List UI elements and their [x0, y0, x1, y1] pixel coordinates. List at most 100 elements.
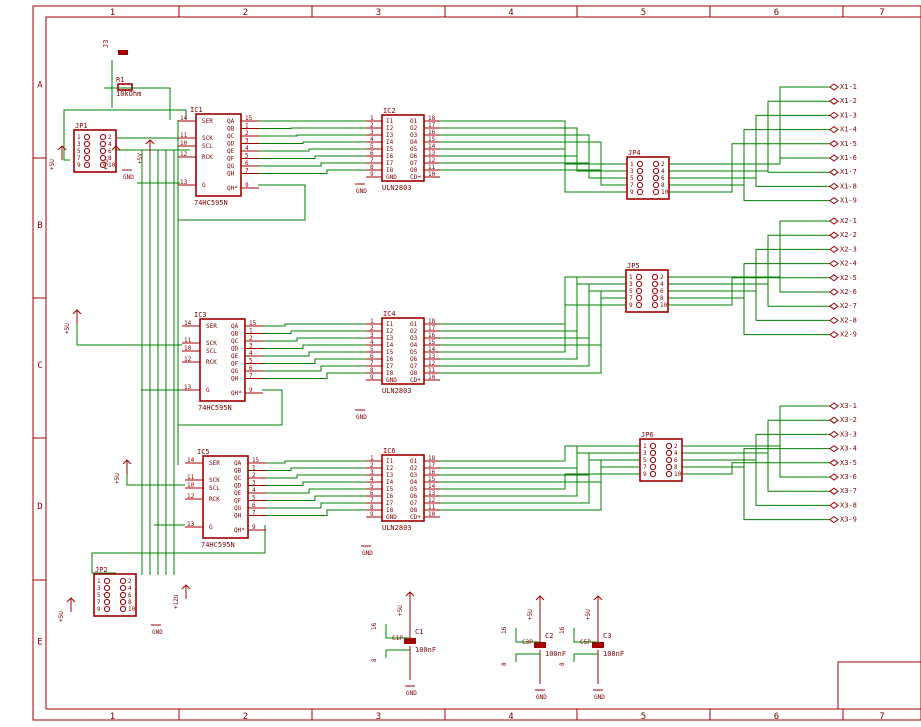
- pin-number: 15: [428, 339, 436, 346]
- pin-number: 9: [245, 182, 249, 189]
- header-pin-number: 6: [660, 288, 664, 295]
- pin-number: 3: [370, 332, 374, 339]
- pin-number: 3: [370, 469, 374, 476]
- terminal-label: X2-1: [840, 217, 857, 225]
- pin-number: 2: [370, 462, 374, 469]
- header-pin-number: 3: [77, 141, 81, 148]
- terminal-pad: [829, 217, 839, 225]
- bus-wire: [263, 358, 366, 364]
- vcc-symbol: +5V: [137, 139, 155, 164]
- header-pin: [119, 591, 127, 599]
- cap-pin-bottom: 8: [371, 658, 378, 662]
- cap-pin-bottom: 8: [559, 662, 566, 666]
- pin-label: O5: [410, 146, 418, 153]
- cap-value: 100nF: [603, 650, 624, 658]
- bus-driver-outputs: [440, 405, 830, 521]
- pin-number: 6: [370, 353, 374, 360]
- bus-wire: [259, 155, 366, 159]
- pin-label: QH*: [234, 527, 245, 534]
- header-pin: [635, 280, 643, 288]
- pin-label: I3: [386, 132, 394, 139]
- pin-number: 10: [428, 171, 436, 178]
- vcc-label: +5U: [527, 609, 534, 620]
- pin-label: I1: [386, 321, 394, 328]
- pin-number: 12: [428, 497, 436, 504]
- pin-number: 18: [428, 115, 436, 122]
- gnd-label: GND: [362, 550, 373, 557]
- cascade-wire: [178, 389, 283, 426]
- row-label: C: [37, 361, 42, 371]
- pin-label: I2: [386, 328, 394, 335]
- header-pin: [119, 605, 127, 613]
- pin-number: 13: [187, 521, 195, 528]
- pin-number: 2: [370, 122, 374, 129]
- header-body: [625, 269, 669, 313]
- bus-wire: [259, 148, 366, 152]
- vcc-label: +5U: [58, 611, 65, 622]
- pin-number: 6: [370, 150, 374, 157]
- header-pin: [651, 294, 659, 302]
- resistor-name: R1: [116, 76, 124, 84]
- header-pin: [665, 442, 673, 450]
- gnd-symbol: GND: [355, 409, 367, 421]
- header-name: JP4: [628, 149, 641, 157]
- header-pin: [651, 280, 659, 288]
- header-pin: [635, 273, 643, 281]
- terminal-pad: [829, 487, 839, 495]
- pin-label: QH: [227, 171, 235, 178]
- header-pin-number: 8: [128, 599, 132, 606]
- pin-label: O5: [410, 349, 418, 356]
- pin-number: 13: [428, 490, 436, 497]
- pin-label: O8: [410, 167, 418, 174]
- header-pin-number: 5: [629, 288, 633, 295]
- pin-number: 15: [428, 476, 436, 483]
- terminal-pad: [829, 274, 839, 282]
- terminal-pad: [829, 416, 839, 424]
- bus-wire: [440, 304, 626, 353]
- cap-pad-label: C5P: [580, 639, 591, 646]
- gnd-symbol: GND: [151, 624, 163, 636]
- terminal-label: X2-6: [840, 288, 857, 296]
- terminal-label: X2-4: [840, 260, 857, 268]
- pin-label: I4: [386, 139, 394, 146]
- pin-number: 15: [245, 115, 253, 122]
- gnd-label: GND: [406, 690, 417, 697]
- header-pin: [99, 161, 107, 169]
- pin-number: 1: [245, 123, 249, 130]
- pin-number: 5: [370, 483, 374, 490]
- pin-number: 11: [428, 504, 436, 511]
- terminal-wire: [669, 86, 830, 165]
- terminal-label: X3-2: [840, 416, 857, 424]
- terminal-pad: [829, 111, 839, 120]
- pin-number: 1: [370, 455, 374, 462]
- pin-label: I6: [386, 493, 394, 500]
- pin-label: QG: [234, 505, 242, 512]
- header-pin-number: 3: [97, 585, 101, 592]
- terminal-label: X1-4: [840, 126, 857, 134]
- chip-part: ULN2803: [382, 184, 412, 192]
- cap-pin-top: 16: [559, 626, 566, 634]
- pin-number: 4: [370, 339, 374, 346]
- pullup-wire: [104, 87, 171, 120]
- pin-label: I1: [386, 118, 394, 125]
- bus-wire: [266, 474, 366, 479]
- pin-number: 2: [249, 335, 253, 342]
- pin-number: 3: [370, 129, 374, 136]
- pin-number: 5: [249, 358, 253, 365]
- gnd-symbol: GND: [361, 545, 373, 557]
- header-pin: [651, 273, 659, 281]
- terminal-label: X3-8: [840, 501, 857, 509]
- header-pin-number: 2: [661, 161, 665, 168]
- chip-name: IC4: [383, 310, 396, 318]
- terminal-label: X1-3: [840, 111, 857, 119]
- pin-number: 1: [370, 318, 374, 325]
- pin-number: 14: [428, 346, 436, 353]
- cascade-wire: [91, 525, 266, 574]
- cap-body: [404, 638, 416, 644]
- bus-driver-outputs: [440, 220, 830, 374]
- header-pin-number: 10: [128, 606, 136, 613]
